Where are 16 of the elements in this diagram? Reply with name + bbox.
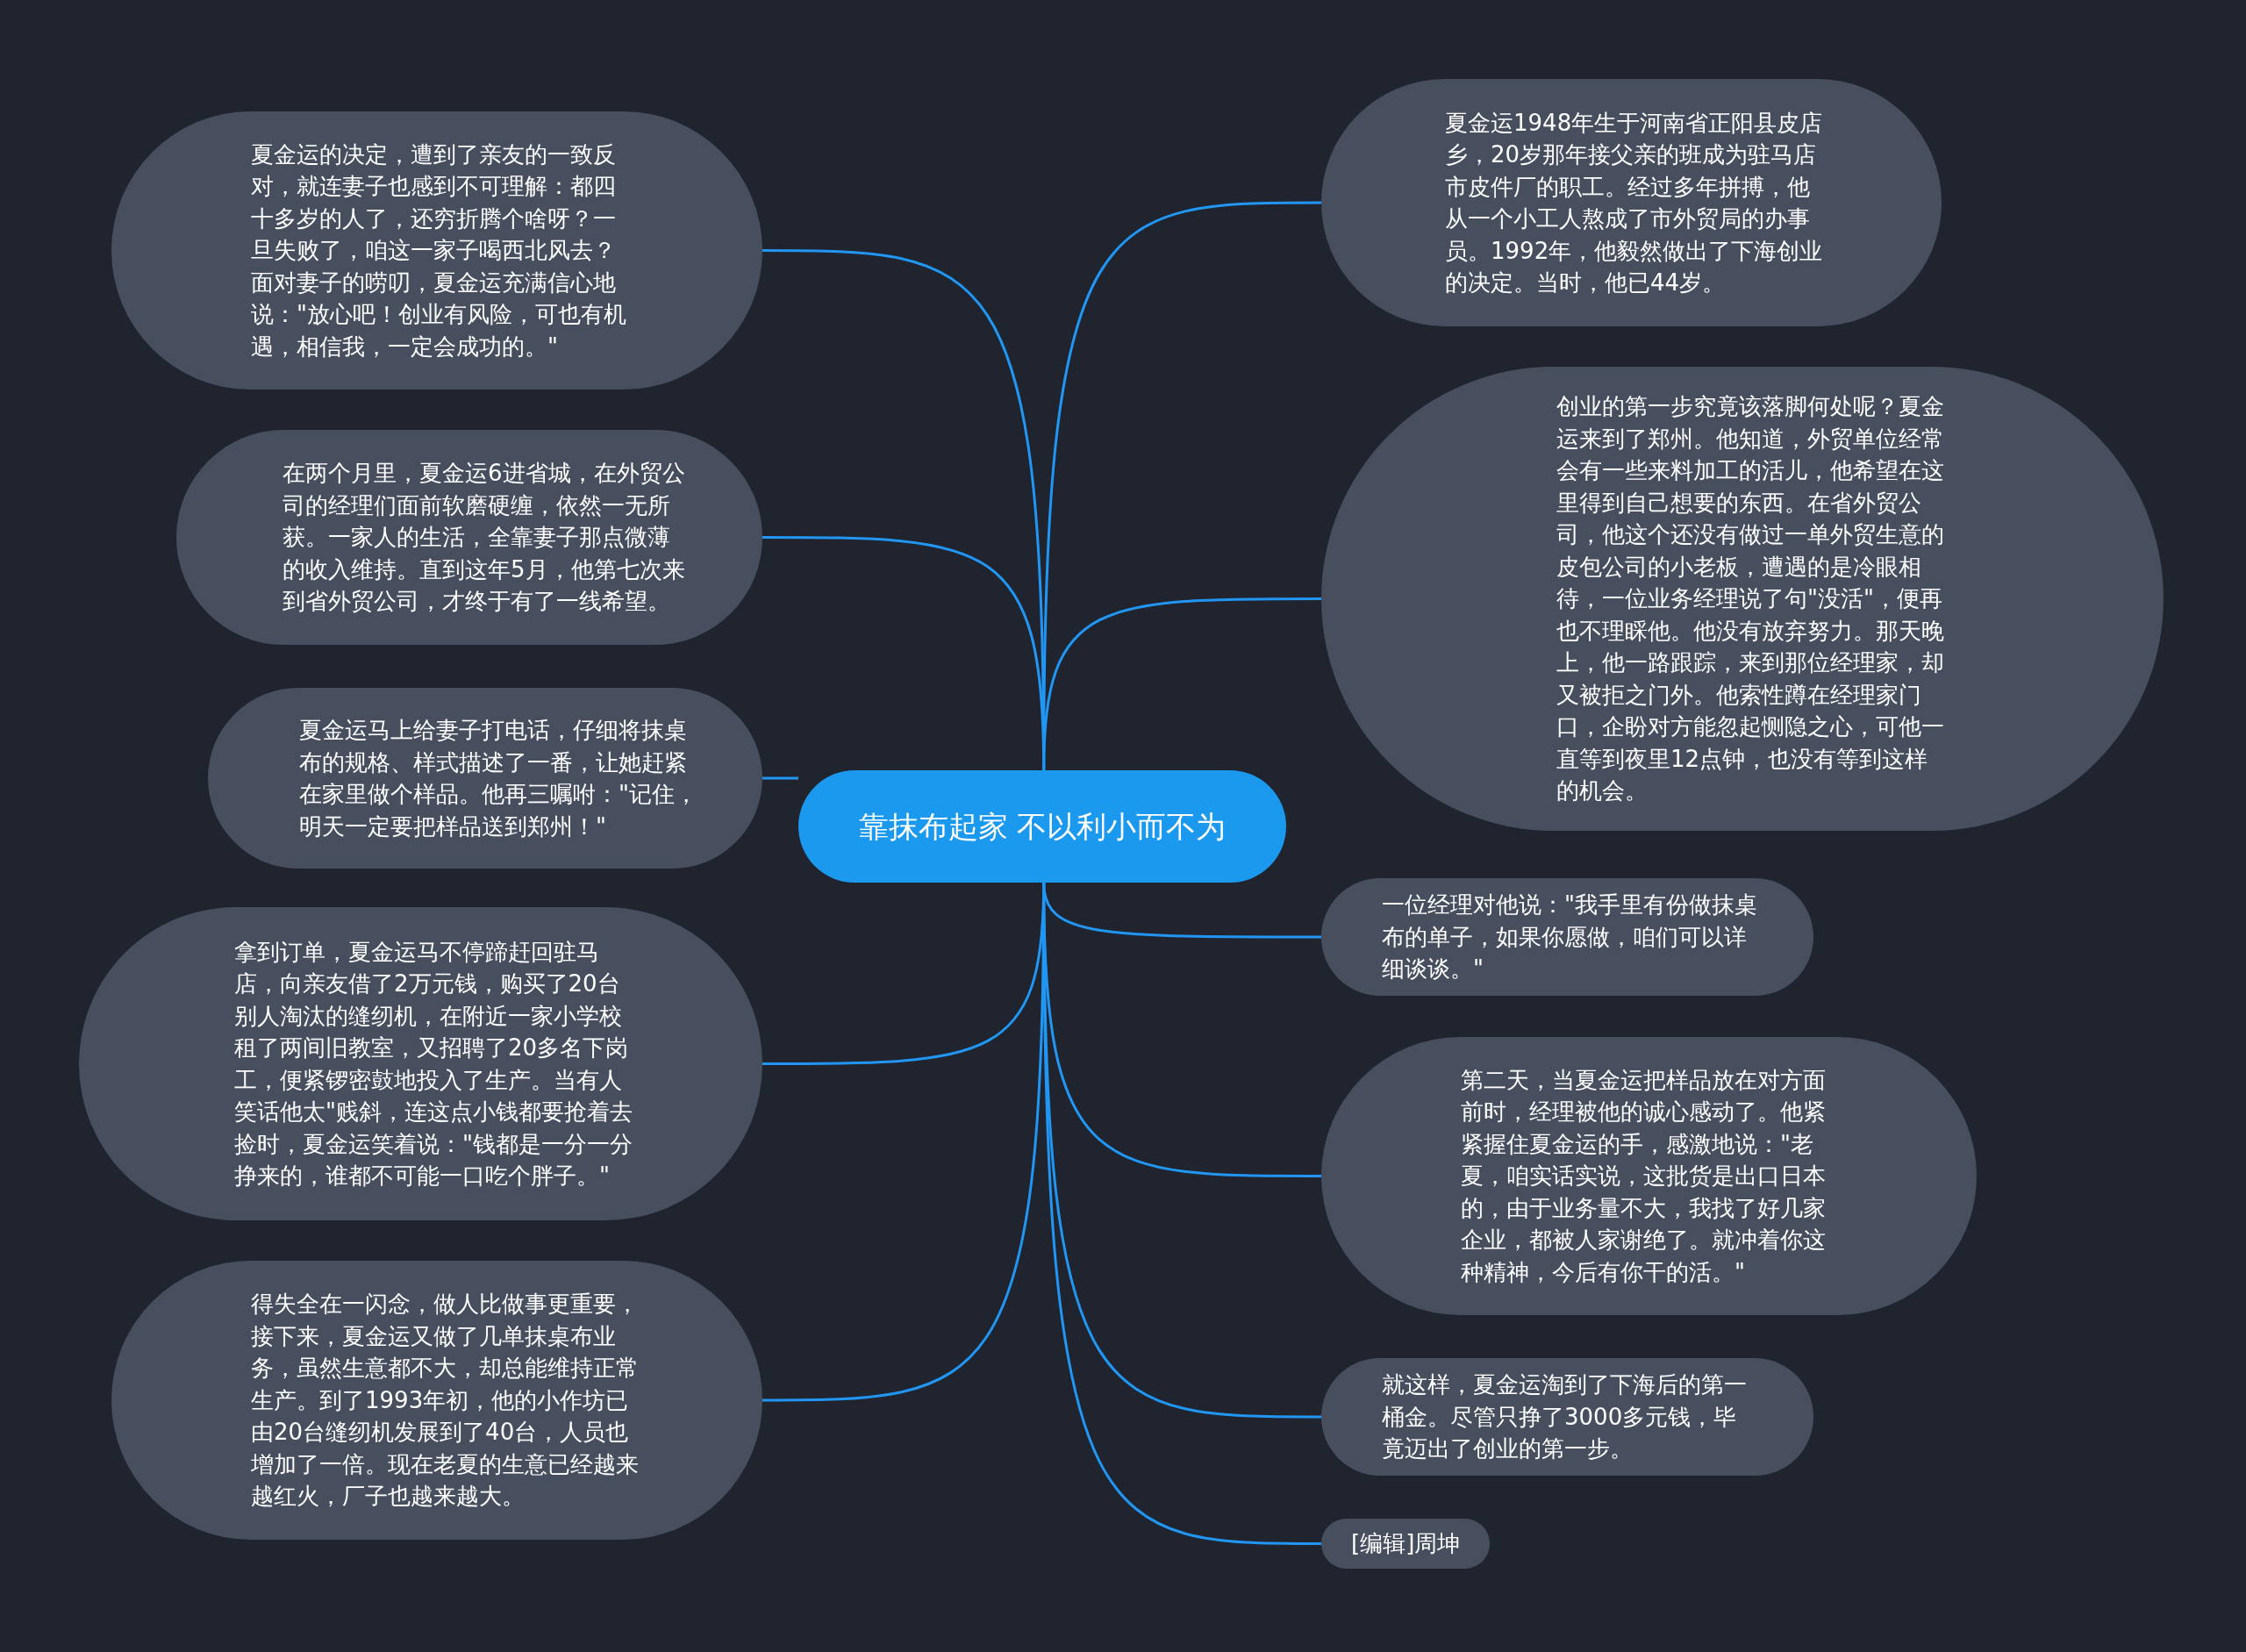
topic-text: 夏金运1948年生于河南省正阳县皮店乡，20岁那年接父亲的班成为驻马店市皮件厂的职工。经过多年拼搏，他从一个小工人熬成了市外贸局的办事员。1992年，他毅然做出了下海创业的决定。当时，他已44岁。 — [1445, 108, 1824, 297]
topic-text: 得失全在一闪念，做人比做事更重要，接下来，夏金运又做了几单抹桌布业务，虽然生意都不大，却总能维持正常生产。到了1993年初，他的小作坊已由20台缝纫机发展到了40台，人员也增加了一倍。现在老夏的生意已经越来越红火，厂子也越来越大。 — [251, 1290, 640, 1512]
topic-text: 创业的第一步究竟该落脚何处呢？夏金运来到了郑州。他知道，外贸单位经常会有一些来料加工的活儿，他希望在这里得到自己想要的东西。在省外贸公司，他这个还没有做过一单外贸生意的皮包公司的小老板，遭遇的是冷眼相待，一位业务经理说了句"没活"，便再也不理睬他。他没有放弃努力。那天晚上，他一路跟踪，来到那位经理家，却又被拒之门外。他索性蹲在经理家门口，企盼对方能忽起恻隐之心，可他一直等到夜里12点钟，也没有等到这样的机会。 — [1556, 392, 1945, 806]
topic-text: 拿到订单，夏金运马不停蹄赶回驻马店，向亲友借了2万元钱，购买了20台别人淘汰的缝纫机，在附近一家小学校租了两间旧教室，又招聘了20多名下岗工，便紧锣密鼓地投入了生产。当有人笑话他太"贱斜，连这点小钱都要抢着去捡时，夏金运笑着说："钱都是一分一分挣来的，谁都不可能一口吃个胖子。" — [234, 937, 633, 1191]
topic-text: 第二天，当夏金运把样品放在对方面前时，经理被他的诚心感动了。他紧紧握住夏金运的手，感激地说："老夏，咱实话实说，这批货是出口日本的，由于业务量不大，我找了好几家企业，都被人家谢绝了。就冲着你这种精神，今后有你干的活。" — [1461, 1065, 1827, 1287]
topic-text: 一位经理对他说："我手里有份做抹桌布的单子，如果你愿做，咱们可以详细谈谈。" — [1382, 890, 1758, 984]
connector-line — [762, 776, 798, 780]
topic-title: 靠抹布起家 不以利小而不为 — [857, 808, 1227, 846]
topic-bubble — [1321, 1519, 1490, 1569]
topic-text: [编辑]周坤 — [1351, 1529, 1462, 1559]
topic-text: 夏金运的决定，遭到了亲友的一致反对，就连妻子也感到不可理解：都四十多岁的人了，还穷折腾个啥呀？一旦失败了，咱这一家子喝西北风去？面对妻子的唠叨，夏金运充满信心地说："放心吧！创业有风险，可也有机遇，相信我，一定会成功的。" — [251, 139, 627, 361]
topic-text: 就这样，夏金运淘到了下海后的第一桶金。尽管只挣了3000多元钱，毕竟迈出了创业的第一步。 — [1382, 1370, 1748, 1464]
topic-text: 夏金运马上给妻子打电话，仔细将抹桌布的规格、样式描述了一番，让她赶紧在家里做个样品。他再三嘱咐："记住，明天一定要把样品送到郑州！" — [299, 716, 698, 841]
connector-line — [1042, 597, 1321, 771]
connector-line — [1042, 883, 1321, 1545]
topic-text: 在两个月里，夏金运6进省城，在外贸公司的经理们面前软磨硬缠，依然一无所获。一家人的生活，全靠妻子那点微薄的收入维持。直到这年5月，他第七次来到省外贸公司，才终于有了一线希望。 — [283, 459, 686, 617]
